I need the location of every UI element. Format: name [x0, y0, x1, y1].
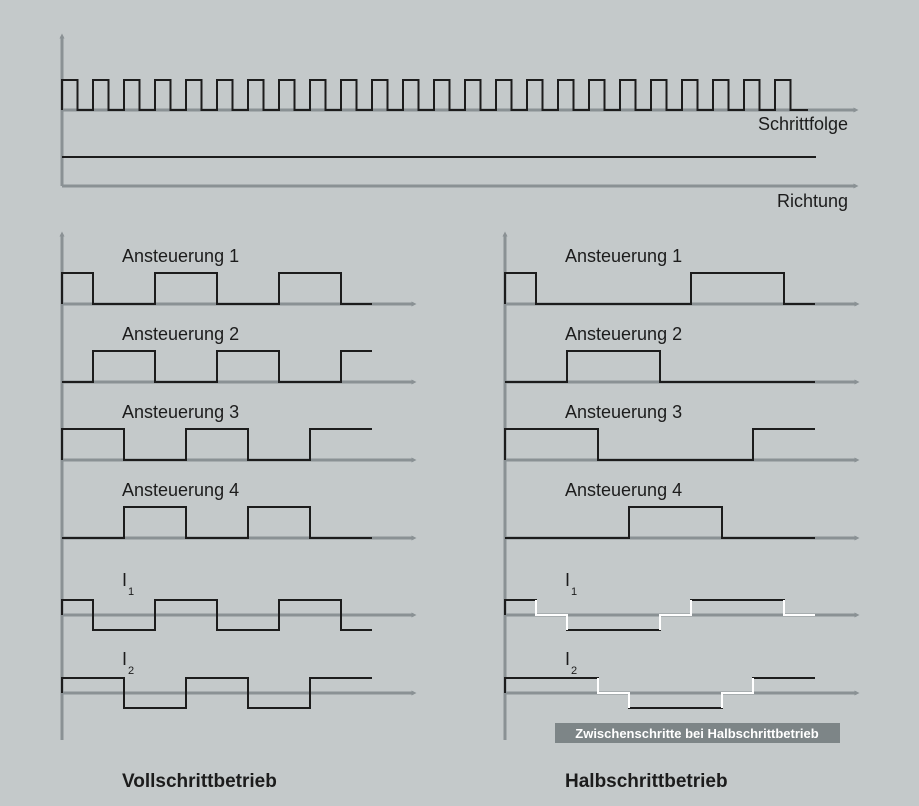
- half-step-current-1-intermediate-steps: [535, 600, 815, 630]
- half-step-title: Halbschrittbetrieb: [565, 771, 728, 792]
- half-step-section: Ansteuerung 1 Ansteuerung 2 Ansteuerung …: [502, 231, 860, 792]
- half-step-signal-4: [505, 506, 815, 539]
- full-step-title: Vollschrittbetrieb: [122, 771, 277, 792]
- full-step-section: Ansteuerung 1 Ansteuerung 2 Ansteuerung …: [59, 231, 417, 792]
- half-step-signal-1: [504, 272, 815, 305]
- full-step-channel-label-4: Ansteuerung 4: [122, 480, 239, 500]
- half-step-current-2-intermediate-steps: [597, 678, 754, 708]
- top-section: Schrittfolge Richtung: [59, 33, 859, 211]
- full-step-current-2: [61, 677, 372, 709]
- step-sequence-label: Schrittfolge: [758, 114, 848, 134]
- half-step-signal-2: [505, 350, 815, 383]
- half-step-channel-label-2: Ansteuerung 2: [565, 324, 682, 344]
- intermediate-steps-note-box: [555, 723, 840, 743]
- half-step-channel-label-3: Ansteuerung 3: [565, 402, 682, 422]
- step-pulse-train: [61, 79, 808, 111]
- half-step-channel-label-4: Ansteuerung 4: [565, 480, 682, 500]
- half-step-channel-label-1: Ansteuerung 1: [565, 246, 682, 266]
- full-step-signal-2: [62, 350, 372, 383]
- half-step-current-label-1: I1: [565, 570, 577, 598]
- intermediate-steps-note: Zwischenschritte bei Halbschrittbetrieb: [575, 726, 819, 741]
- full-step-current-1: [61, 599, 372, 631]
- full-step-current-label-2: I2: [122, 649, 134, 677]
- half-step-current-label-2: I2: [565, 649, 577, 677]
- half-step-signal-3: [504, 428, 815, 461]
- full-step-channel-label-2: Ansteuerung 2: [122, 324, 239, 344]
- full-step-current-label-1: I1: [122, 570, 134, 598]
- full-step-channel-label-1: Ansteuerung 1: [122, 246, 239, 266]
- full-step-signal-3: [61, 428, 372, 461]
- full-step-signal-4: [62, 506, 372, 539]
- full-step-channel-label-3: Ansteuerung 3: [122, 402, 239, 422]
- full-step-signal-1: [61, 272, 372, 305]
- direction-label: Richtung: [777, 191, 848, 211]
